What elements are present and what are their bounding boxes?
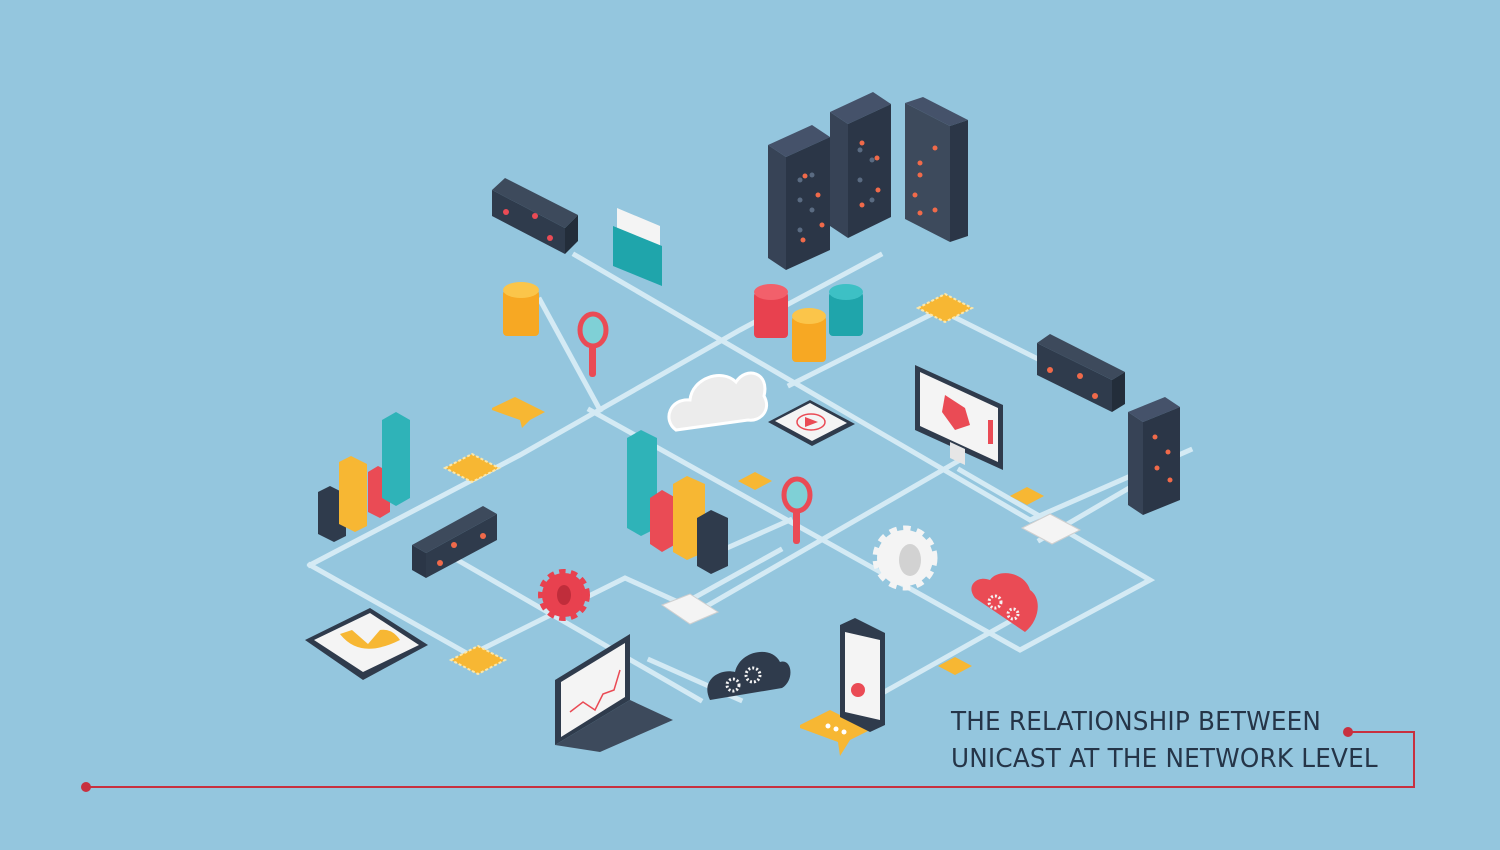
chip-node-icon (442, 292, 975, 676)
baseline-rule (86, 786, 1415, 788)
document-icon (660, 513, 1082, 625)
folder-icon (613, 208, 662, 286)
server-tower-icon (768, 92, 968, 270)
cloud-gears-icon (707, 651, 791, 700)
cloud-icon (667, 371, 769, 432)
title-connector-right (1413, 731, 1415, 788)
cloud-gears-icon (971, 573, 1038, 632)
coin-stack-icon (503, 282, 863, 362)
tablet-chart-icon (305, 608, 428, 680)
smartphone-icon (840, 618, 885, 732)
laptop-chart-icon (555, 634, 673, 752)
title-connector-top (1348, 731, 1415, 733)
magnifier-icon (577, 311, 813, 544)
gear-icon (538, 525, 938, 621)
server-rack-icon (1037, 334, 1125, 412)
tablet-video-icon (768, 400, 855, 446)
slide-title-line-2: UNICAST AT THE NETWORK LEVEL (951, 744, 1378, 774)
server-rack-icon (412, 506, 497, 578)
server-tower-icon (1128, 397, 1180, 515)
bar-chart-icon (318, 412, 728, 574)
server-rack-icon (492, 178, 578, 254)
slide-title-line-1: THE RELATIONSHIP BETWEEN (951, 707, 1322, 737)
small-chip-icon (738, 472, 1044, 675)
chat-bubble-icon (492, 397, 870, 756)
monitor-chart-icon (915, 365, 1003, 470)
slide-title: THE RELATIONSHIP BETWEEN UNICAST AT THE … (951, 704, 1378, 778)
baseline-start-dot (81, 782, 91, 792)
